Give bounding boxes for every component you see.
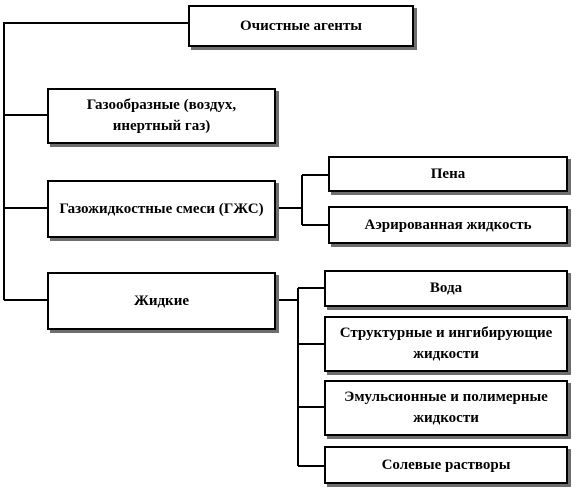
subtype-box-aerated-liquid: Аэрированная жидкость <box>328 206 568 244</box>
subtype-label: Вода <box>429 280 463 296</box>
subtype-box-emulsion-polymer: Эмульсионные и полимерные жидкости <box>324 380 568 436</box>
subtype-label: Солевые растворы <box>381 456 511 473</box>
category-label: Газообразные (воздух, инертный газ) <box>86 97 237 134</box>
root-label: Очистные агенты <box>239 17 363 34</box>
subtype-box-structural-inhibiting: Структурные и ингибирующие жидкости <box>324 316 568 372</box>
root-box: Очистные агенты <box>188 5 414 47</box>
category-label: Газожидкостные смеси (ГЖС) <box>59 200 264 217</box>
subtype-label: Структурные и ингибирующие жидкости <box>339 325 553 362</box>
subtype-label: Пена <box>430 165 466 182</box>
connector-root-trunk <box>3 22 188 300</box>
category-box-gas-liquid: Газожидкостные смеси (ГЖС) <box>47 180 276 238</box>
subtype-box-water: Вода <box>324 270 568 307</box>
category-label: Жидкие <box>133 292 189 309</box>
subtype-label: Аэрированная жидкость <box>364 216 532 233</box>
subtype-box-brine: Солевые растворы <box>324 446 568 484</box>
category-box-gaseous: Газообразные (воздух, инертный газ) <box>47 88 276 144</box>
subtype-box-foam: Пена <box>328 156 568 192</box>
subtype-label: Эмульсионные и полимерные жидкости <box>344 389 548 426</box>
category-box-liquid: Жидкие <box>47 272 276 330</box>
